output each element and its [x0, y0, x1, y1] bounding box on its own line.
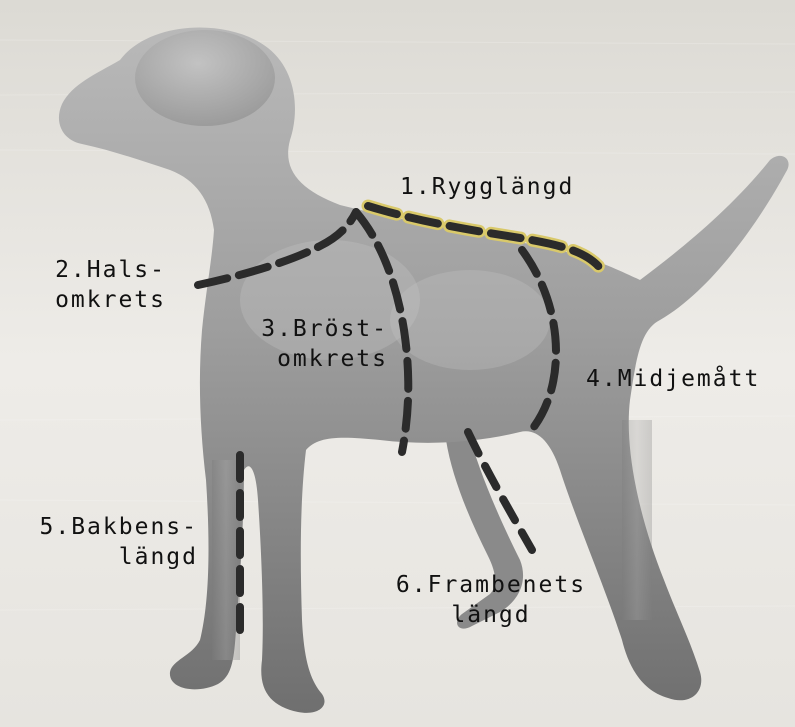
label-hind-leg-length: 5.Bakbens- längd: [8, 512, 198, 572]
label-hind-leg-line2: längd: [8, 542, 198, 572]
label-front-leg-line2: längd: [376, 600, 606, 630]
label-waist-text: 4.Midjemått: [586, 364, 760, 394]
front-leg-shade: [622, 420, 652, 620]
label-front-leg-line1: 6.Frambenets: [376, 570, 606, 600]
label-waist: 4.Midjemått: [586, 364, 760, 394]
label-chest-line2: omkrets: [236, 344, 388, 374]
label-hind-leg-line1: 5.Bakbens-: [8, 512, 198, 542]
label-neck-line2: omkrets: [24, 285, 166, 315]
label-back-length-text: 1.Rygglängd: [400, 172, 574, 202]
label-chest-circumference: 3.Bröst- omkrets: [236, 314, 388, 374]
label-front-leg-length: 6.Frambenets längd: [376, 570, 606, 630]
label-neck-circumference: 2.Hals- omkrets: [24, 255, 166, 315]
label-back-length: 1.Rygglängd: [400, 172, 574, 202]
label-neck-line1: 2.Hals-: [24, 255, 166, 285]
torso-highlight: [390, 270, 550, 370]
head-highlight: [135, 30, 275, 126]
hind-leg-shade: [212, 460, 240, 660]
label-chest-line1: 3.Bröst-: [236, 314, 388, 344]
